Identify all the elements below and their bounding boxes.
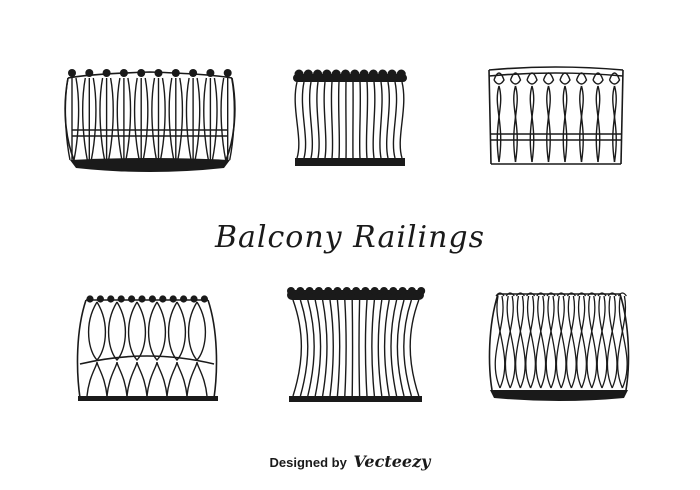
railing-5 bbox=[287, 287, 426, 402]
railing-2 bbox=[293, 69, 407, 166]
credit-prefix: Designed by bbox=[269, 455, 347, 470]
page-title: Balcony Railings bbox=[214, 220, 486, 256]
railing-1 bbox=[64, 69, 236, 172]
railing-4 bbox=[76, 295, 218, 401]
railing-3 bbox=[488, 66, 624, 165]
railing-6 bbox=[488, 292, 630, 401]
credit-brand-logo: Vecteezy bbox=[353, 452, 431, 471]
credit-line: Designed by Vecteezy bbox=[0, 452, 700, 471]
